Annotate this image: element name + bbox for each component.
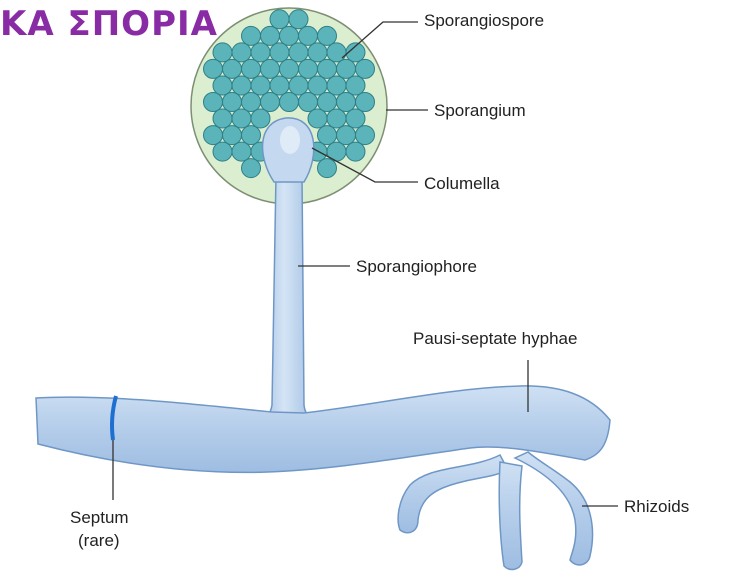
spore	[232, 76, 251, 95]
spore	[318, 93, 337, 112]
spore	[318, 126, 337, 145]
spore	[346, 109, 365, 128]
spore	[299, 26, 318, 45]
spore	[337, 59, 356, 78]
label-sporangiophore: Sporangiophore	[356, 257, 477, 276]
spore	[242, 59, 261, 78]
spore	[327, 76, 346, 95]
spore	[213, 142, 232, 161]
rhizoid-right	[515, 452, 593, 565]
slide-heading: ΚΑ ΣΠΟΡΙΑ	[0, 4, 218, 44]
spore	[327, 43, 346, 62]
spore	[318, 159, 337, 178]
spore	[356, 93, 375, 112]
rhizoid-left	[398, 455, 508, 533]
spore	[232, 43, 251, 62]
label-septum-note: (rare)	[78, 531, 120, 550]
spore	[213, 43, 232, 62]
columella-highlight	[280, 126, 300, 154]
spore	[204, 59, 223, 78]
spore	[242, 93, 261, 112]
spore	[242, 159, 261, 178]
spore	[204, 126, 223, 145]
spore	[223, 126, 242, 145]
label-columella: Columella	[424, 174, 500, 193]
spore	[280, 59, 299, 78]
spore	[356, 59, 375, 78]
spore	[327, 109, 346, 128]
spore	[337, 126, 356, 145]
spore	[346, 142, 365, 161]
spore	[299, 59, 318, 78]
spore	[204, 93, 223, 112]
spore	[308, 76, 327, 95]
spore	[251, 109, 270, 128]
label-pausi-septate-hyphae: Pausi-septate hyphae	[413, 329, 577, 348]
spore	[289, 76, 308, 95]
spore	[232, 109, 251, 128]
spore	[242, 126, 261, 145]
spore	[289, 10, 308, 29]
spore	[270, 76, 289, 95]
spore	[318, 26, 337, 45]
spore	[270, 43, 289, 62]
spore	[251, 43, 270, 62]
spore	[280, 93, 299, 112]
spore	[261, 26, 280, 45]
label-sporangium: Sporangium	[434, 101, 526, 120]
spore	[356, 126, 375, 145]
spore	[251, 76, 270, 95]
spore	[242, 26, 261, 45]
spore	[308, 43, 327, 62]
spore	[213, 109, 232, 128]
spore	[223, 93, 242, 112]
spore	[299, 93, 318, 112]
spore	[337, 93, 356, 112]
spore	[213, 76, 232, 95]
label-rhizoids: Rhizoids	[624, 497, 689, 516]
spore	[289, 43, 308, 62]
label-sporangiospore: Sporangiospore	[424, 11, 544, 30]
spore	[261, 93, 280, 112]
spore	[308, 109, 327, 128]
spore	[232, 142, 251, 161]
label-septum: Septum	[70, 508, 129, 527]
spore	[270, 10, 289, 29]
spore	[318, 59, 337, 78]
spore	[261, 59, 280, 78]
spore	[223, 59, 242, 78]
sporangiophore	[258, 175, 316, 424]
rhizoid-middle	[499, 462, 522, 569]
spore	[280, 26, 299, 45]
spore	[346, 76, 365, 95]
